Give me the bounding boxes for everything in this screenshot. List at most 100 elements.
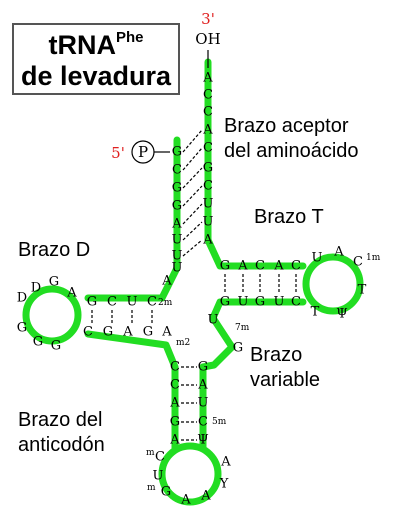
nucleotide: Y [219, 477, 229, 492]
nucleotide: G [170, 415, 180, 430]
modification-label: m [147, 483, 156, 493]
nucleotide: C [107, 295, 117, 310]
phosphate-label: P [138, 143, 148, 161]
base-pair [182, 185, 203, 207]
backbone-segment [84, 330, 179, 452]
five-prime-label: 5' [111, 144, 125, 162]
nucleotide: A [333, 245, 344, 260]
base-pair [182, 239, 203, 257]
nucleotide: C [147, 295, 157, 310]
modification-label: 2m [158, 298, 173, 308]
label-acceptor-arm: Brazo aceptor del aminoácido [224, 114, 359, 164]
backbone-segment [199, 298, 307, 452]
backbone-loop [22, 285, 82, 345]
label-anticodon-line-2: anticodón [18, 434, 105, 456]
nucleotide: U [274, 295, 285, 310]
nucleotide: G [103, 325, 113, 340]
title-main: tRNA [48, 30, 116, 60]
nucleotide: G [51, 339, 61, 354]
nucleotide: U [238, 295, 249, 310]
nucleotide: A [273, 259, 284, 274]
label-t-arm: Brazo T [254, 205, 324, 230]
title-line-2: de levadura [20, 61, 172, 91]
base-pair [182, 203, 203, 225]
title-box: tRNAPhe de levadura [12, 23, 180, 95]
nucleotide: C [170, 360, 180, 375]
nucleotide: A [66, 286, 77, 301]
nucleotide: A [180, 493, 191, 508]
label-acceptor-line-1: Brazo aceptor [224, 115, 349, 137]
nucleotide: G [255, 295, 265, 310]
modification-label: m [146, 448, 155, 458]
label-variable-arm: Brazo variable [250, 343, 320, 393]
hydroxyl-label: OH [195, 30, 220, 48]
nucleotide: C [155, 450, 165, 465]
nucleotide: A [197, 378, 208, 393]
nucleotide: G [198, 360, 208, 375]
nucleotide: G [87, 295, 97, 310]
label-anticodon-line-1: Brazo del [18, 409, 103, 431]
nucleotide: D [31, 281, 41, 296]
nucleotide: U [203, 215, 214, 230]
nucleotide: G [172, 199, 182, 214]
nucleotide: A [161, 274, 172, 289]
base-pair [182, 129, 203, 153]
nucleotide: D [17, 291, 27, 306]
modification-label: 1m [366, 253, 381, 263]
nucleotide: A [161, 325, 172, 340]
three-prime-label: 3' [201, 10, 215, 28]
title-superscript: Phe [115, 29, 144, 46]
nucleotide: U [172, 233, 183, 248]
label-variable-line-1: Brazo [250, 344, 303, 366]
nucleotide: C [172, 163, 182, 178]
backbone-segment [84, 136, 181, 302]
nucleotide: A [202, 123, 213, 138]
nucleotide: A [169, 433, 180, 448]
nucleotide: G [172, 181, 182, 196]
nucleotide: C [353, 255, 363, 270]
nucleotide: Ψ [197, 433, 208, 448]
nucleotide: A [171, 217, 182, 232]
nucleotide: C [83, 325, 93, 340]
nucleotide: G [220, 259, 230, 274]
nucleotide: A [237, 259, 248, 274]
nucleotide: G [49, 275, 59, 290]
label-d-arm: Brazo D [18, 238, 90, 263]
nucleotide: C [203, 141, 213, 156]
nucleotide: G [220, 295, 230, 310]
nucleotide: U [172, 261, 183, 276]
nucleotide: U [127, 295, 138, 310]
label-variable-line-2: variable [250, 369, 321, 391]
nucleotide: T [311, 305, 320, 320]
modification-label: 7m [235, 323, 250, 333]
nucleotide: A [220, 455, 231, 470]
nucleotide: C [198, 415, 208, 430]
nucleotide: G [203, 161, 213, 176]
label-acceptor-line-2: del aminoácido [224, 140, 359, 162]
title-line-1: tRNAPhe [14, 29, 178, 61]
modification-label: 5m [212, 417, 227, 427]
label-t-arm-line-1: Brazo T [254, 206, 324, 228]
nucleotide: C [255, 259, 265, 274]
nucleotide: C [291, 295, 301, 310]
nucleotide: C [291, 259, 301, 274]
base-pair [182, 167, 203, 189]
nucleotide: U [203, 197, 214, 212]
nucleotide: U [172, 249, 183, 264]
nucleotide: A [122, 325, 133, 340]
nucleotide: G [172, 145, 182, 160]
nucleotide: A [200, 489, 211, 504]
backbone-loop [158, 442, 222, 506]
base-pair [182, 221, 203, 241]
nucleotide: U [153, 469, 164, 484]
nucleotide: G [143, 325, 153, 340]
nucleotide: U [312, 251, 323, 266]
base-pairs-layer [91, 129, 297, 441]
nucleotide: C [203, 105, 213, 120]
nucleotide: A [202, 233, 213, 248]
backbone-loop [302, 253, 364, 315]
nucleotide: A [202, 71, 213, 86]
label-anticodon-arm: Brazo del anticodón [18, 408, 105, 458]
nucleotide: A [169, 396, 180, 411]
